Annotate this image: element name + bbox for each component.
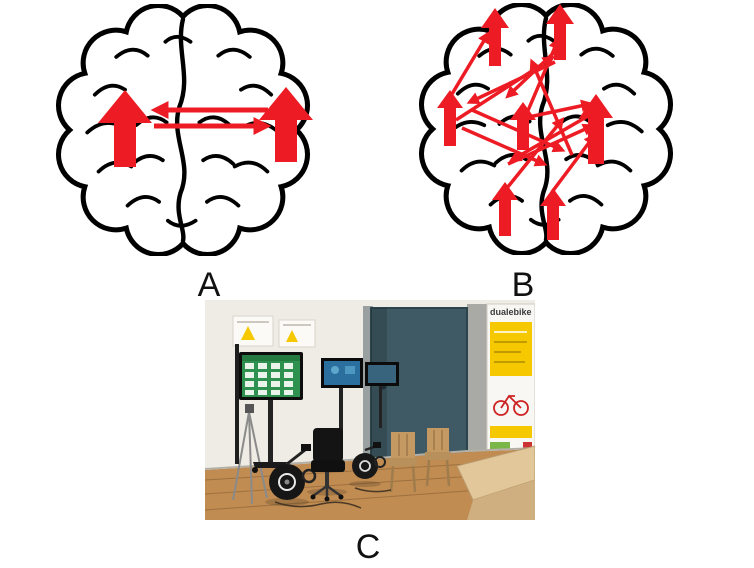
up-arrow-bottom-left — [492, 182, 518, 236]
floor-cables — [274, 487, 392, 509]
table-corner — [456, 445, 535, 520]
network-connection-arrows — [450, 30, 597, 194]
training-monitor-center — [321, 358, 363, 436]
up-arrow-bottom-right — [540, 188, 566, 240]
wall-posters-left — [232, 315, 316, 348]
panel-label-b: B — [511, 266, 535, 304]
training-monitor-right — [365, 362, 399, 428]
office-chair-black — [310, 428, 345, 502]
dualebike-poster-title: dualebike — [490, 307, 532, 317]
panel-a-brain-diagram — [50, 2, 313, 260]
brain-outline-b — [422, 5, 671, 254]
dualebike-poster: dualebike — [486, 303, 535, 457]
poster-bicycle-icon — [493, 394, 529, 416]
up-arrow-mid-center — [510, 102, 536, 150]
up-arrow-left-hemisphere — [98, 90, 152, 167]
up-arrow-top-left — [481, 8, 509, 66]
up-arrow-top-right — [546, 4, 574, 60]
panel-a-block-arrows — [98, 87, 313, 167]
panel-c-photo: dualebike — [205, 300, 535, 520]
training-monitor-large — [235, 344, 303, 473]
tripod-stand — [232, 404, 268, 505]
brain-outline-a — [59, 6, 308, 255]
up-arrow-mid-left — [437, 90, 463, 146]
panel-label-a: A — [197, 266, 221, 304]
up-arrow-right-hemisphere — [259, 87, 313, 162]
pedal-bike-rear — [352, 442, 386, 479]
panel-label-c: C — [355, 528, 381, 566]
pedal-bike-front — [269, 444, 317, 500]
screen-tile-grid — [245, 363, 293, 395]
panel-b-brain-diagram — [412, 0, 684, 262]
interhemispheric-arrows — [150, 101, 272, 135]
wooden-chair-1 — [389, 432, 417, 493]
wooden-chair-2 — [425, 428, 451, 487]
